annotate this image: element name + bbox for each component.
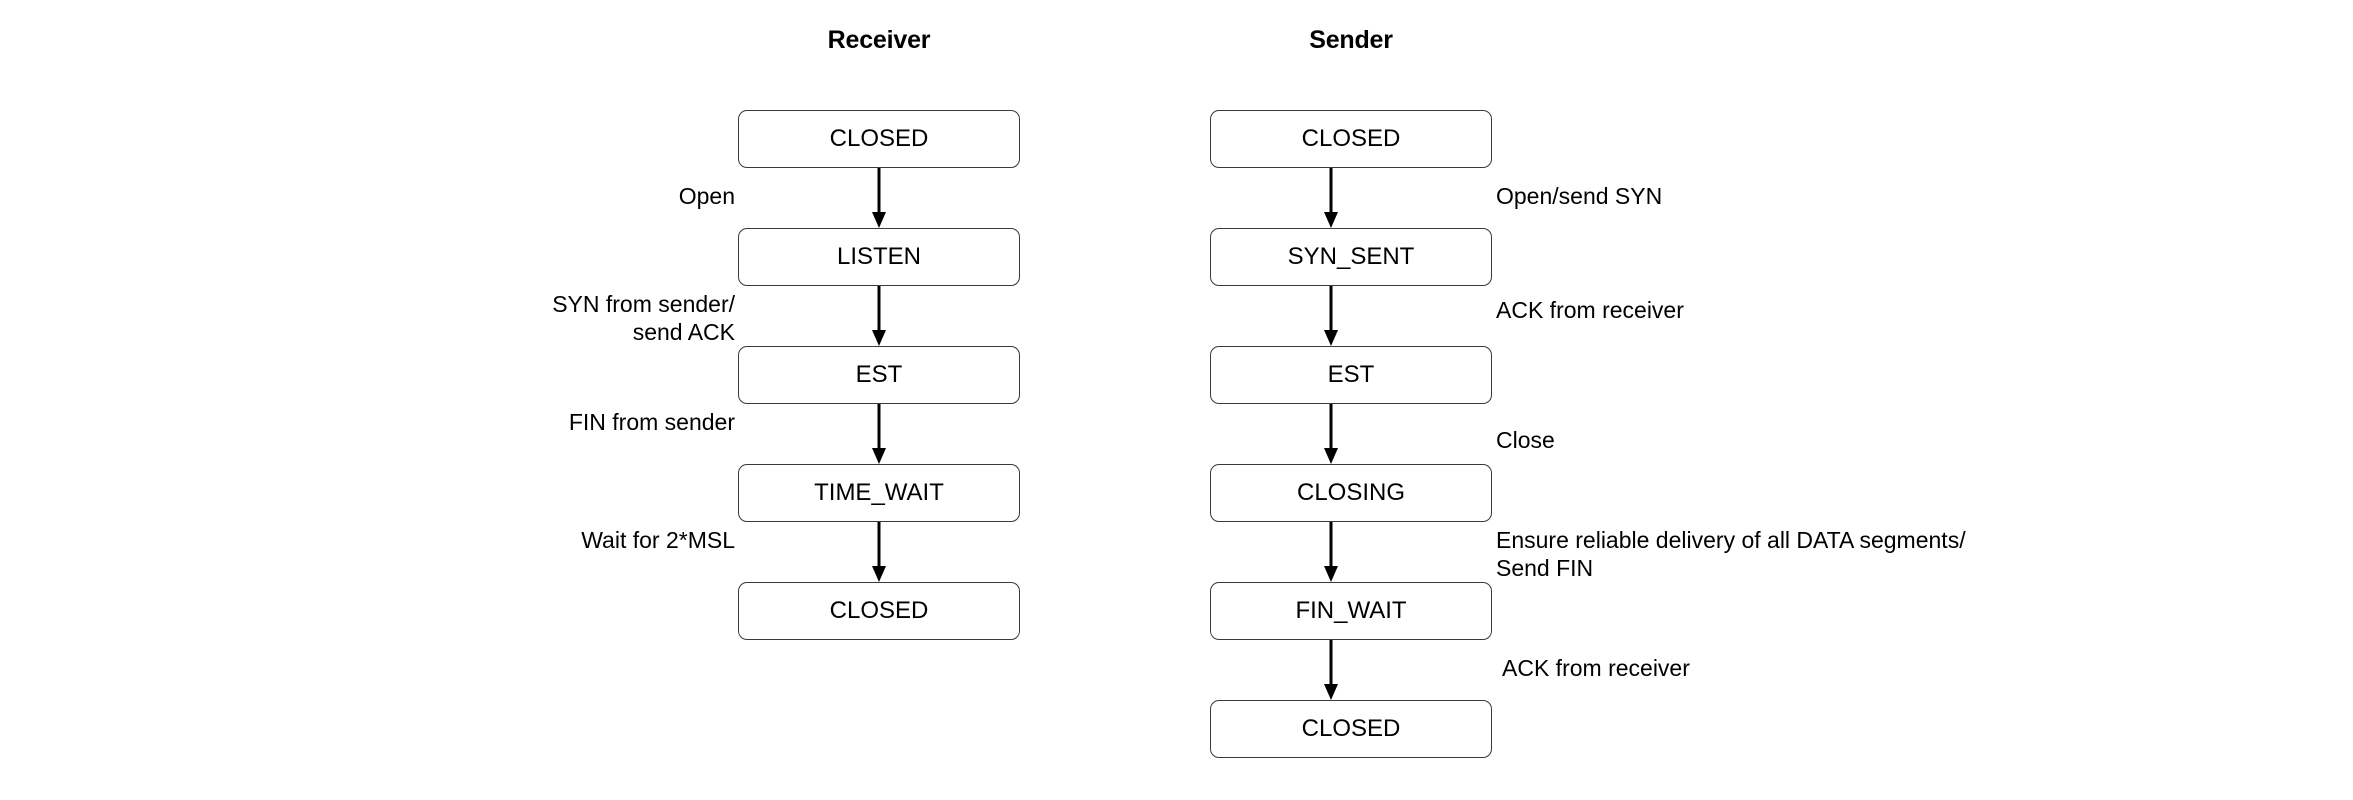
receiver-state-box[interactable]: TIME_WAIT bbox=[738, 464, 1020, 522]
sender-state-box[interactable]: SYN_SENT bbox=[1210, 228, 1492, 286]
receiver-transition-label: Wait for 2*MSL bbox=[581, 527, 735, 553]
receiver-transition-label: FIN from sender bbox=[568, 409, 735, 435]
state-label: SYN_SENT bbox=[1287, 243, 1415, 270]
sender-transition-arrow bbox=[1324, 286, 1338, 346]
receiver-transition-label: SYN from sender/ send ACK bbox=[552, 291, 735, 345]
sender-state-box[interactable]: FIN_WAIT bbox=[1210, 582, 1492, 640]
receiver-transition-arrow bbox=[872, 286, 886, 346]
state-label: CLOSED bbox=[1301, 715, 1401, 742]
sender-transition-arrow bbox=[1324, 640, 1338, 700]
receiver-transition-arrow bbox=[872, 404, 886, 464]
state-label: EST bbox=[855, 361, 903, 388]
state-label: TIME_WAIT bbox=[814, 479, 944, 506]
sender-state-box[interactable]: EST bbox=[1210, 346, 1492, 404]
sender-state-box[interactable]: CLOSED bbox=[1210, 110, 1492, 168]
receiver-state-box[interactable]: EST bbox=[738, 346, 1020, 404]
sender-column-title: Sender bbox=[1309, 26, 1393, 54]
receiver-state-box[interactable]: CLOSED bbox=[738, 110, 1020, 168]
sender-transition-arrow bbox=[1324, 522, 1338, 582]
sender-state-box[interactable]: CLOSING bbox=[1210, 464, 1492, 522]
sender-transition-label: Ensure reliable delivery of all DATA seg… bbox=[1496, 527, 1966, 581]
receiver-state-box[interactable]: CLOSED bbox=[738, 582, 1020, 640]
state-label: LISTEN bbox=[836, 243, 922, 270]
sender-transition-label: ACK from receiver bbox=[1496, 297, 1684, 323]
state-label: FIN_WAIT bbox=[1295, 597, 1407, 624]
sender-transition-label: Close bbox=[1496, 427, 1555, 453]
receiver-transition-arrow bbox=[872, 168, 886, 228]
state-label: CLOSING bbox=[1296, 479, 1406, 506]
sender-transition-label: Open/send SYN bbox=[1496, 183, 1663, 209]
state-label: CLOSED bbox=[829, 597, 929, 624]
state-label: CLOSED bbox=[829, 125, 929, 152]
state-label: EST bbox=[1327, 361, 1375, 388]
receiver-column-title: Receiver bbox=[827, 26, 931, 54]
state-label: CLOSED bbox=[1301, 125, 1401, 152]
sender-transition-arrow bbox=[1324, 168, 1338, 228]
receiver-state-box[interactable]: LISTEN bbox=[738, 228, 1020, 286]
receiver-transition-arrow bbox=[872, 522, 886, 582]
sender-state-box[interactable]: CLOSED bbox=[1210, 700, 1492, 758]
sender-transition-label: ACK from receiver bbox=[1502, 655, 1690, 681]
sender-transition-arrow bbox=[1324, 404, 1338, 464]
receiver-transition-label: Open bbox=[678, 183, 735, 209]
